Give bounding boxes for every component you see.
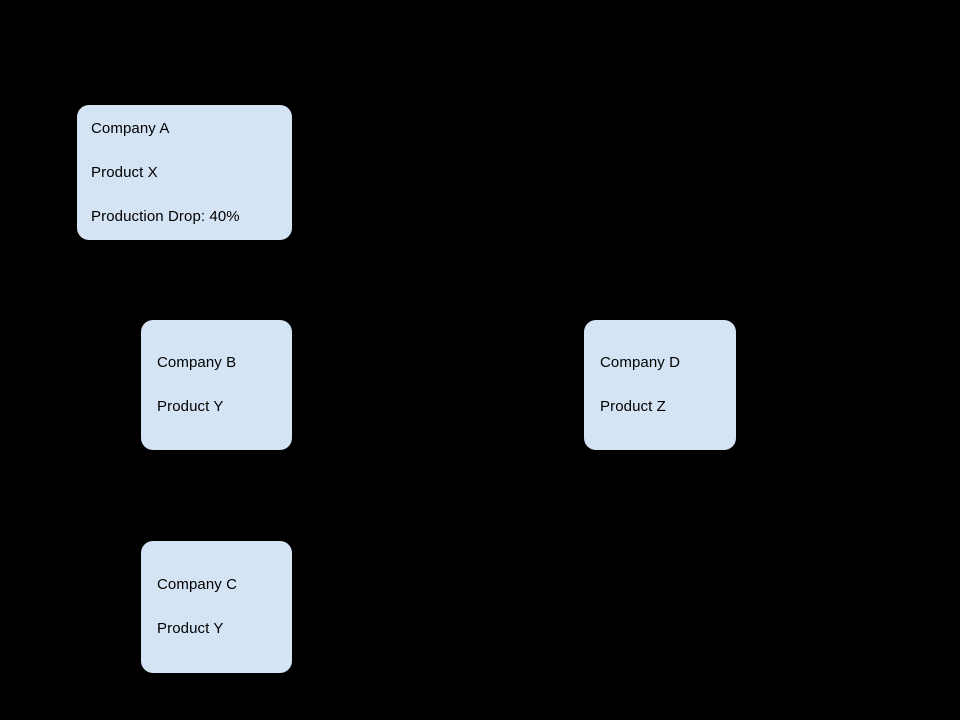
node-company-d-company: Company D [600,354,681,371]
node-company-c[interactable]: Company C Product Y [141,541,292,673]
node-company-a-company: Company A [91,119,170,137]
node-company-d-product: Product Z [600,398,666,415]
node-company-c-company: Company C [157,576,238,593]
node-company-b-company: Company B [157,354,237,371]
node-company-b-product: Product Y [157,398,224,415]
node-company-a-status: Production Drop: 40% [91,207,240,225]
node-company-a[interactable]: Company A Product X Production Drop: 40% [77,105,292,240]
node-company-d[interactable]: Company D Product Z [584,320,736,450]
node-company-c-product: Product Y [157,620,224,637]
node-company-b[interactable]: Company B Product Y [141,320,292,450]
node-company-a-product: Product X [91,163,158,181]
